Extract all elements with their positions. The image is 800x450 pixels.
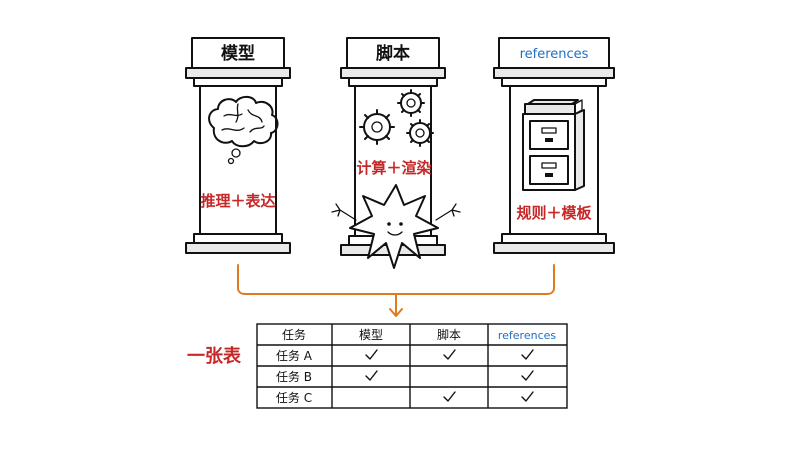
connector	[237, 264, 555, 317]
connector-arrow-head	[389, 308, 403, 317]
pillar-script: 脚本 计算＋渲染	[331, 37, 461, 269]
check-icon-references	[521, 349, 534, 360]
pillar-model: 模型 推理＋表达	[185, 37, 291, 254]
pillar-references-capital-lower	[501, 77, 607, 87]
pillar-model-base-lower	[185, 242, 291, 254]
pillar-model-capital-lower	[193, 77, 283, 87]
pillar-references-caption: 规则＋模板	[516, 204, 592, 222]
star-character-icon	[331, 184, 461, 269]
pillar-script-capital-lower	[348, 77, 438, 87]
table-header-model: 模型	[359, 328, 383, 342]
check-icon-model	[365, 349, 378, 360]
pillar-script-capital	[340, 67, 446, 79]
pillar-script-caption: 计算＋渲染	[356, 159, 432, 177]
pillar-references-base-upper	[501, 233, 607, 244]
pillar-references-title: references	[520, 47, 589, 62]
table-header-task: 任务	[282, 327, 306, 342]
check-icon-script	[443, 349, 456, 360]
table-header-script: 脚本	[437, 327, 461, 342]
file-cabinet-icon	[522, 99, 585, 191]
check-icon-references	[521, 370, 534, 381]
table-row-label: 任务 C	[276, 390, 312, 405]
pillar-references: references 规则＋模板	[493, 37, 615, 254]
pillar-model-title: 模型	[221, 43, 255, 64]
table-side-label: 一张表	[187, 345, 242, 367]
check-icon-model	[365, 370, 378, 381]
pillar-model-caption: 推理＋表达	[200, 192, 275, 210]
table-row-label: 任务 A	[276, 348, 313, 363]
check-icon-script	[443, 391, 456, 402]
table-header-references: references	[498, 329, 557, 342]
gears-icon	[359, 89, 434, 147]
pillar-references-base-lower	[493, 242, 615, 254]
pillar-script-title: 脚本	[376, 43, 410, 64]
pillar-model-capital	[185, 67, 291, 79]
check-icon-references	[521, 391, 534, 402]
task-table: 任务 模型 脚本 references 任务 A 任务 B 任务 C	[256, 323, 568, 409]
pillar-references-capital	[493, 67, 615, 79]
pillar-model-base-upper	[193, 233, 283, 244]
table-checks	[365, 349, 534, 402]
table-row-label: 任务 B	[276, 369, 312, 384]
brain-icon	[208, 95, 279, 165]
